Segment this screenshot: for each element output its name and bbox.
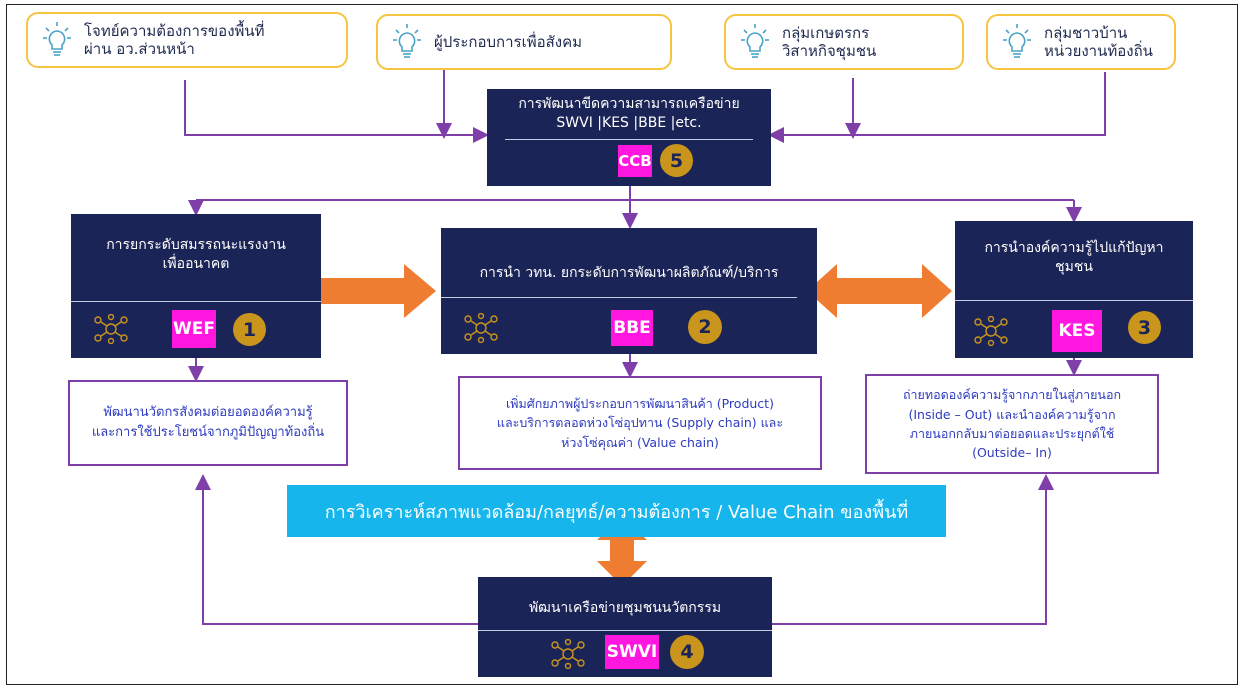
- double-arrow-left: [274, 264, 436, 318]
- bbe-tag: BBE: [611, 310, 653, 346]
- source-text: กลุ่มชาวบ้าน หน่วยงานท้องถิ่น: [1044, 24, 1153, 60]
- ccb-number-badge: 5: [660, 144, 693, 177]
- kes-number-badge: 3: [1128, 311, 1161, 344]
- ccb-tag: CCB: [618, 145, 652, 177]
- kes-box: การนำองค์ความรู้ไปแก้ปัญหา ชุมชน KES 3: [955, 221, 1193, 358]
- wef-tag: WEF: [172, 310, 216, 348]
- analysis-banner: การวิเคราะห์สภาพแวดล้อม/กลยุทธ์/ความต้อง…: [287, 485, 946, 537]
- wef-title: การยกระดับสมรรถนะแรงงาน เพื่ออนาคต: [106, 237, 286, 272]
- divider: [478, 630, 772, 631]
- network-icon: [94, 314, 128, 344]
- source-text: โจทย์ความต้องการของพื้นที่ ผ่าน อว.ส่วนห…: [84, 22, 265, 58]
- wef-note: พัฒนานวัตกรสังคมต่อยอดองค์ความรู้ และการ…: [68, 380, 348, 466]
- network-icon: [551, 639, 585, 669]
- lightbulb-icon: [741, 24, 769, 58]
- divider: [505, 139, 753, 140]
- bbe-box: การนำ วทน. ยกระดับการพัฒนาผลิตภัณฑ์/บริก…: [441, 228, 817, 354]
- bbe-note: เพิ่มศักยภาพผู้ประกอบการพัฒนาสินค้า (Pro…: [458, 376, 822, 470]
- swvi-tag: SWVI: [605, 635, 659, 669]
- swvi-box: พัฒนาเครือข่ายชุมชนนวัตกรรม SWVI 4: [478, 577, 772, 677]
- swvi-number-badge: 4: [670, 635, 704, 669]
- kes-note: ถ่ายทอดองค์ความรู้จากภายในสู่ภายนอก (Ins…: [865, 374, 1159, 474]
- ccb-title: การพัฒนาขีดความสามารถเครือข่าย SWVI |KES…: [518, 96, 740, 131]
- double-arrow-right: [807, 264, 952, 318]
- divider: [955, 300, 1193, 301]
- swvi-title: พัฒนาเครือข่ายชุมชนนวัตกรรม: [528, 600, 722, 616]
- source-box-farmers: กลุ่มเกษตรกร วิสาหกิจชุมชน: [724, 14, 964, 70]
- lightbulb-icon: [393, 24, 421, 58]
- source-box-villagers: กลุ่มชาวบ้าน หน่วยงานท้องถิ่น: [986, 14, 1176, 70]
- network-icon: [464, 313, 498, 343]
- divider: [71, 301, 321, 302]
- kes-title: การนำองค์ความรู้ไปแก้ปัญหา ชุมชน: [984, 240, 1164, 275]
- source-text: ผู้ประกอบการเพื่อสังคม: [434, 33, 583, 51]
- wef-number-badge: 1: [233, 313, 266, 346]
- source-box-area-needs: โจทย์ความต้องการของพื้นที่ ผ่าน อว.ส่วนห…: [26, 12, 348, 68]
- bbe-title: การนำ วทน. ยกระดับการพัฒนาผลิตภัณฑ์/บริก…: [479, 265, 779, 281]
- diagram-frame: [6, 4, 1238, 685]
- lightbulb-icon: [43, 22, 71, 56]
- wef-box: การยกระดับสมรรถนะแรงงาน เพื่ออนาคต WEF 1: [71, 214, 321, 358]
- bbe-number-badge: 2: [688, 310, 722, 344]
- source-box-social-enterprise: ผู้ประกอบการเพื่อสังคม: [376, 14, 672, 70]
- divider: [441, 297, 797, 298]
- kes-tag: KES: [1052, 310, 1102, 352]
- lightbulb-icon: [1003, 24, 1031, 58]
- ccb-box: การพัฒนาขีดความสามารถเครือข่าย SWVI |KES…: [487, 89, 771, 186]
- source-text: กลุ่มเกษตรกร วิสาหกิจชุมชน: [782, 24, 877, 60]
- network-icon: [974, 316, 1008, 346]
